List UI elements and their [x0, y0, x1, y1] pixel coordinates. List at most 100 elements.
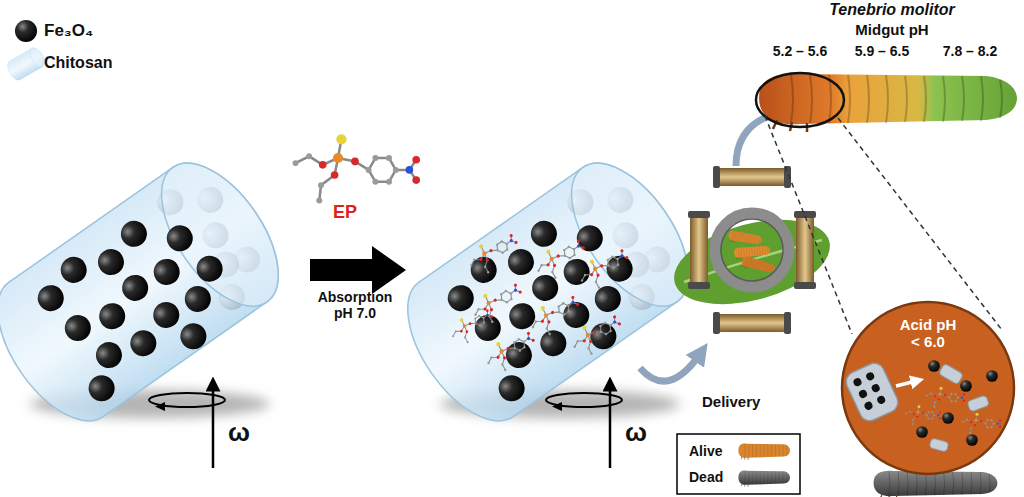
released-parts: [962, 413, 1001, 434]
rotation-axis: [149, 384, 622, 468]
legend-box: [677, 434, 800, 494]
legend-box: [738, 444, 790, 460]
loaded-capsule: [567, 308, 626, 361]
ph-range: 7.8 – 8.2: [930, 43, 1010, 59]
capsule-fragment: [870, 383, 881, 394]
legend-swatches: [5, 46, 48, 83]
magnetic-device: [713, 166, 720, 188]
released-parts: [942, 412, 954, 424]
magnetic-device: [721, 219, 783, 281]
magnetic-device: [794, 282, 816, 289]
magnetic-device: [688, 211, 710, 218]
magnetic-device: [717, 168, 787, 186]
legend-entry: Chitosan: [44, 54, 112, 72]
magnetic-device: [688, 282, 710, 289]
midgut-zone-circle: Acid pH < 6.0: [840, 300, 1016, 476]
loaded-capsule: [429, 188, 664, 415]
empty-capsule: [138, 143, 301, 326]
capsule-fragment: [843, 360, 901, 424]
legend-swatches: [5, 20, 48, 83]
released-parts: [905, 360, 1001, 452]
released-parts: [967, 395, 990, 412]
capsule-fragment: [865, 371, 876, 382]
mealworm: [756, 73, 1017, 334]
step-label: Delivery: [702, 393, 782, 410]
capsule-fragment: [852, 371, 886, 411]
magnetic-device: [717, 314, 787, 332]
released-parts: [916, 426, 928, 438]
magnetic-device: [784, 312, 791, 334]
empty-capsule: [19, 188, 254, 415]
capsule-fragment: [876, 395, 887, 406]
magnetic-device: [665, 166, 839, 334]
ep-molecule: [293, 134, 421, 203]
loaded-capsule: [385, 143, 712, 440]
magnetic-device: [665, 205, 839, 320]
process-arrow: [310, 246, 406, 294]
ph-range: 5.9 – 6.5: [842, 43, 922, 59]
process-label: Absorption pH 7.0: [313, 289, 397, 321]
loaded-capsule: [525, 288, 584, 341]
magnetic-device: [740, 256, 775, 276]
empty-capsule: [0, 143, 301, 440]
released-parts: [938, 363, 963, 384]
legend-entry: Dead: [689, 469, 723, 485]
magnetic-device: [734, 245, 771, 260]
capsule-fragment: [852, 377, 863, 388]
release-arrow: [896, 381, 916, 386]
empty-capsule: [0, 143, 301, 440]
reagent-label: EP: [333, 202, 373, 223]
magnetic-device: [728, 230, 763, 247]
ph-range: 5.2 – 5.6: [760, 43, 840, 59]
mealworm: [765, 116, 1002, 334]
legend-entry: Alive: [689, 443, 722, 459]
rotation-axis: [546, 384, 622, 468]
legend-swatches: [15, 20, 37, 42]
legend-label: Alive: [689, 443, 722, 459]
released-parts: [986, 370, 998, 382]
delivery-arrow: [640, 112, 782, 381]
released-parts: [905, 405, 941, 425]
legend-label: Dead: [689, 469, 723, 485]
ep-molecule: [293, 134, 421, 203]
capsule-fragment: [843, 360, 901, 424]
species-label: Tenebrio molitor: [797, 1, 987, 19]
legend-box: [738, 471, 790, 487]
released-parts: [966, 434, 978, 446]
magnetic-device: [715, 213, 789, 287]
loaded-capsule: [446, 303, 497, 349]
legend-entry: Fe₃O₄: [44, 21, 93, 41]
mealworm: [756, 73, 844, 127]
process-arrow: [310, 246, 406, 294]
released-parts: [960, 380, 972, 392]
rotation-axis: [149, 384, 225, 468]
node-outline: [842, 302, 1014, 474]
legend-box: [677, 434, 800, 494]
capsule-fragment: [858, 389, 869, 400]
loaded-capsule: [385, 143, 712, 440]
magnetic-device: [796, 215, 814, 285]
rotation-symbol: ω: [625, 418, 655, 448]
released-parts: [928, 360, 940, 372]
axis-title: Midgut pH: [797, 21, 987, 38]
legend-swatches: [5, 46, 48, 83]
legend-label: Chitosan: [44, 54, 112, 71]
magnetic-device: [713, 312, 720, 334]
loaded-capsule: [574, 241, 633, 294]
capsule-fragment: [863, 400, 874, 411]
node-label: Acid pH < 6.0: [896, 316, 960, 351]
loaded-capsule: [481, 324, 540, 377]
rotation-symbol: ω: [228, 418, 258, 448]
delivery-arrow: [640, 354, 700, 381]
loaded-capsule: [468, 276, 527, 329]
released-parts: [929, 438, 949, 452]
legend-label: Fe₃O₄: [44, 21, 93, 40]
loaded-capsule: [463, 226, 522, 279]
loaded-capsule: [531, 232, 590, 285]
mealworm: [759, 74, 1017, 132]
magnetic-device: [690, 215, 708, 285]
